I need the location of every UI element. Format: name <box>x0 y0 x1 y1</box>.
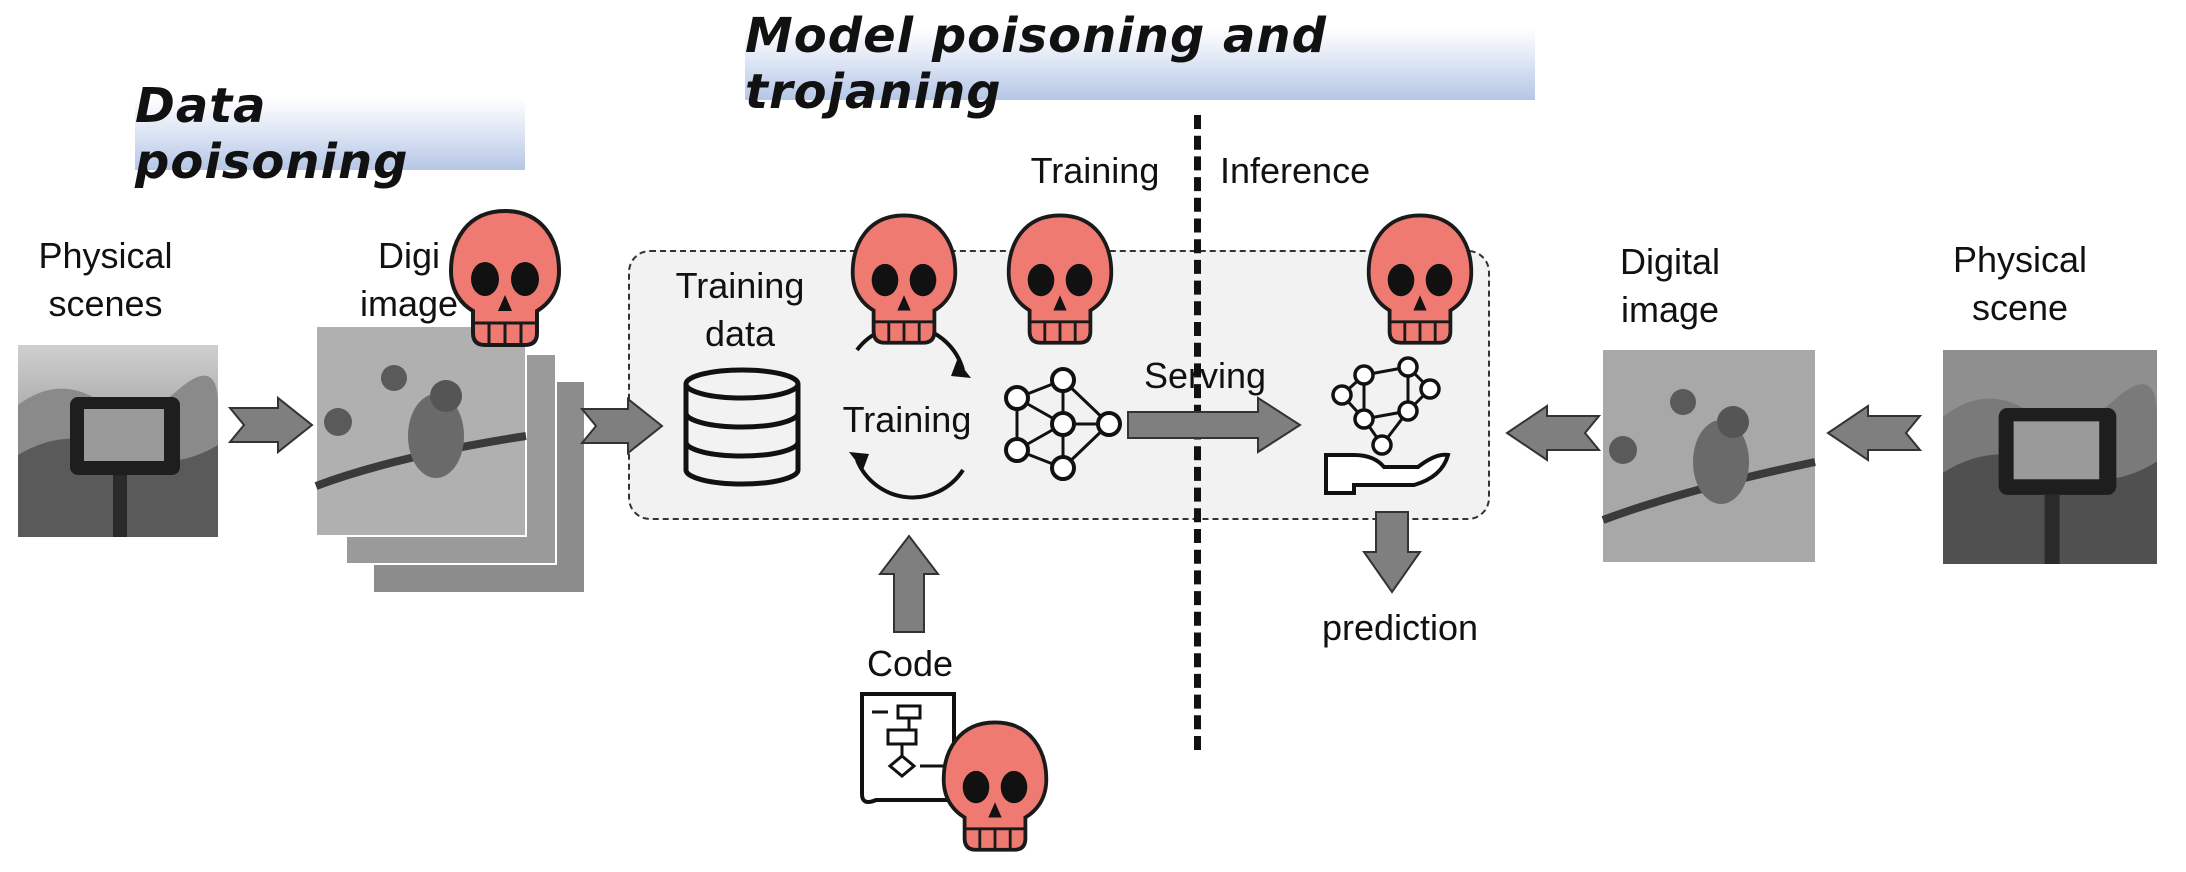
model-poisoning-title: Model poisoning and trojaning <box>745 8 1327 120</box>
digital-images-line2: image <box>360 283 459 324</box>
arrow-image-to-training-data <box>579 396 664 456</box>
skull-icon-training <box>850 213 958 345</box>
prediction-label: prediction <box>1310 604 1490 652</box>
training-data-label: Training data <box>660 262 820 358</box>
arrow-image-to-model <box>1505 404 1602 462</box>
digital-image-label: Digital image <box>1590 238 1750 334</box>
skull-icon-inference <box>1366 213 1474 345</box>
training-data-line1: Training <box>675 265 805 306</box>
phase-training-label: Training <box>1010 147 1180 195</box>
physical-scenes-line2: scenes <box>48 283 163 324</box>
data-poisoning-banner: Data poisoning <box>135 78 525 190</box>
bird-photo-right <box>1601 350 1816 562</box>
training-loop-label: Training <box>832 396 982 444</box>
bird-photo-stack <box>314 325 584 592</box>
phase-inference-label: Inference <box>1220 147 1420 195</box>
physical-scene-line2: scene <box>1971 287 2069 328</box>
arrow-scene-to-image-right <box>1826 404 1923 462</box>
data-poisoning-title: Data poisoning <box>135 78 409 190</box>
camera-photo-right <box>1943 350 2157 564</box>
neural-network-icon <box>1004 367 1122 481</box>
training-loop-text: Training <box>842 399 972 440</box>
digital-images-label: Digi image <box>360 232 470 328</box>
digital-image-line1: Digital <box>1619 241 1721 282</box>
serving-label: Serving <box>1130 352 1280 400</box>
physical-scenes-label: Physical scenes <box>18 232 193 328</box>
phase-inference-text: Inference <box>1220 150 1371 191</box>
training-data-line2: data <box>704 313 776 354</box>
database-icon <box>683 367 801 487</box>
arrow-code-to-training <box>877 534 941 633</box>
code-text: Code <box>866 643 954 684</box>
code-label: Code <box>850 640 970 688</box>
arrow-prediction <box>1362 511 1422 594</box>
physical-scene-line1: Physical <box>1952 239 2088 280</box>
physical-scenes-line1: Physical <box>38 235 173 276</box>
arrow-scene-to-image <box>227 395 314 455</box>
flowchart-document-icon <box>860 692 956 804</box>
physical-scene-label: Physical scene <box>1930 236 2110 332</box>
digital-image-line2: image <box>1620 289 1720 330</box>
skull-icon-model <box>1006 213 1114 345</box>
arrow-serving <box>1127 396 1302 454</box>
digital-images-line1: Digi <box>378 235 441 276</box>
camera-photo-left <box>18 345 218 537</box>
hand-network-icon <box>1324 356 1451 495</box>
skull-icon-data <box>448 208 562 347</box>
skull-icon-code <box>941 720 1049 852</box>
prediction-text: prediction <box>1321 607 1479 648</box>
model-poisoning-banner: Model poisoning and trojaning <box>745 8 1535 120</box>
phase-training-text: Training <box>1030 150 1160 191</box>
serving-text: Serving <box>1143 355 1267 396</box>
